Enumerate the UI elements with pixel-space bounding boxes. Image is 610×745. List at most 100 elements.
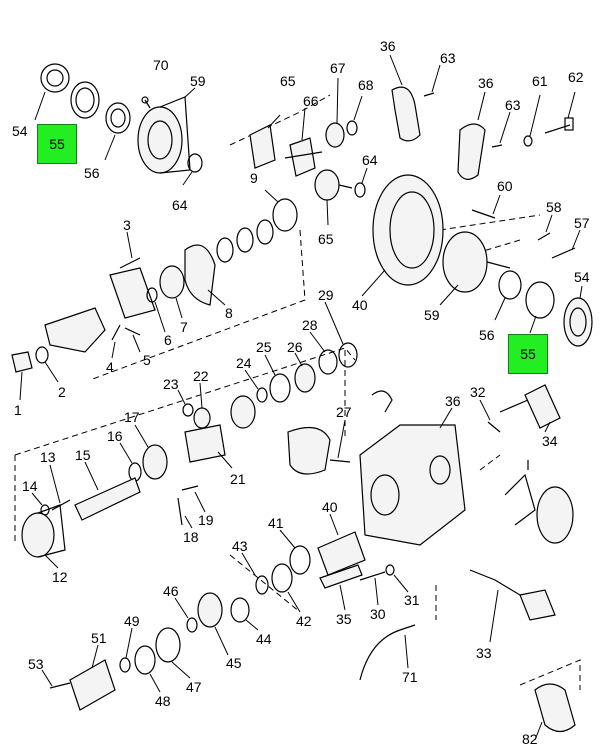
part-4-screw [111,324,121,359]
part-24-ring [244,369,268,403]
callout-56: 56 [84,165,100,181]
callout-62: 62 [568,69,584,85]
part-45-gear [197,592,229,656]
callout-36: 36 [478,75,494,91]
callout-48: 48 [155,693,171,709]
part-34-sensor [499,384,561,433]
part-27-stud [287,419,351,475]
part-29-ring [324,301,358,368]
part-15-shaft [74,461,141,521]
part-18-bolt [177,497,193,529]
part-67-pinion-gear [325,77,345,148]
highlighted-callout-55-top[interactable]: 55 [37,124,77,164]
callout-30: 30 [370,606,386,622]
callout-17: 17 [124,409,140,425]
part-lever-plate [109,267,156,319]
callout-32: 32 [470,384,486,400]
callout-29: 29 [318,287,334,303]
part-19-pin [181,485,206,513]
callout-61: 61 [532,73,548,89]
part-21-spider [184,424,233,469]
callout-66: 66 [303,93,319,109]
callout-22: 22 [193,368,209,384]
callout-47: 47 [186,679,202,695]
part-44-spacer [230,597,259,631]
part-12-flange [21,504,66,569]
part-71-speed-sensor-cable [359,624,416,681]
callout-43: 43 [232,538,248,554]
callout-49: 49 [124,613,140,629]
part-59-case-half-top [137,87,196,174]
part-35-shaft [319,564,363,611]
part-63-dowel-right [491,111,511,148]
callout-59: 59 [190,73,206,89]
callout-44: 44 [256,631,272,647]
highlighted-callout-55-right[interactable]: 55 [508,334,548,374]
part-16-ring [119,442,142,482]
callout-23: 23 [163,376,179,392]
part-ring-set-center [216,219,274,263]
callout-53: 53 [28,656,44,672]
part-53-screw [41,669,71,689]
callout-64: 64 [362,152,378,168]
callout-56: 56 [479,327,495,343]
part-41-bearing [279,529,311,575]
callout-33: 33 [476,645,492,661]
callout-7: 7 [180,319,188,335]
part-31-washer [385,564,409,593]
part-54-cup-top [34,63,70,121]
part-shift-fork [44,307,106,353]
part-54-cup-right [563,285,593,347]
part-46-washer [174,597,198,633]
callout-65: 65 [280,73,296,89]
part-25-bearing [264,354,291,403]
part-49-ring [119,627,133,673]
part-26-gear [294,352,316,393]
callout-67: 67 [330,60,346,76]
part-51-cover [69,644,116,711]
part-33-shift-assembly [469,569,556,643]
part-6-washer [146,287,166,333]
part-36-housing [359,407,466,546]
callout-1: 1 [14,402,22,418]
callout-36: 36 [380,38,396,54]
callout-36: 36 [445,393,461,409]
part-40-ring-gear [361,174,444,297]
callout-13: 13 [40,449,56,465]
part-57-bolt [551,229,581,259]
part-shift-housing-right [504,460,574,544]
callout-58: 58 [546,199,562,215]
callout-labels: 54 56 70 59 64 65 66 67 68 36 63 36 61 6… [12,38,590,745]
part-48-bearing [134,645,161,693]
callout-40: 40 [322,499,338,515]
part-clip [371,390,393,413]
part-22-gear [193,382,211,429]
part-58-pin [537,214,553,241]
callout-3: 3 [123,217,131,233]
callout-64: 64 [172,197,188,213]
part-60-bolt [471,194,501,219]
part-55-race-right [525,281,555,334]
part-70-bolt [141,96,151,109]
callout-41: 41 [268,515,284,531]
part-62-cap-bolt [544,91,576,134]
part-13-bolt [49,464,71,511]
part-23-washer [177,389,194,417]
part-32-spring [479,399,501,433]
part-64-washer-top [182,153,203,186]
part-82-plug [534,683,576,741]
callout-68: 68 [358,77,374,93]
part-5-pin [124,327,141,353]
dashed-guide-lines [14,94,581,690]
callout-28: 28 [302,317,318,333]
part-28-bearing [309,331,338,375]
callout-21: 21 [230,471,246,487]
part-65-side-gear-top [249,114,281,169]
part-63-dowel-left [423,64,441,97]
part-61-washer [523,94,541,147]
part-59-case-half-right [439,231,511,306]
callout-54: 54 [12,123,28,139]
callout-45: 45 [226,655,242,671]
callout-2: 2 [58,384,66,400]
callout-6: 6 [164,332,172,348]
